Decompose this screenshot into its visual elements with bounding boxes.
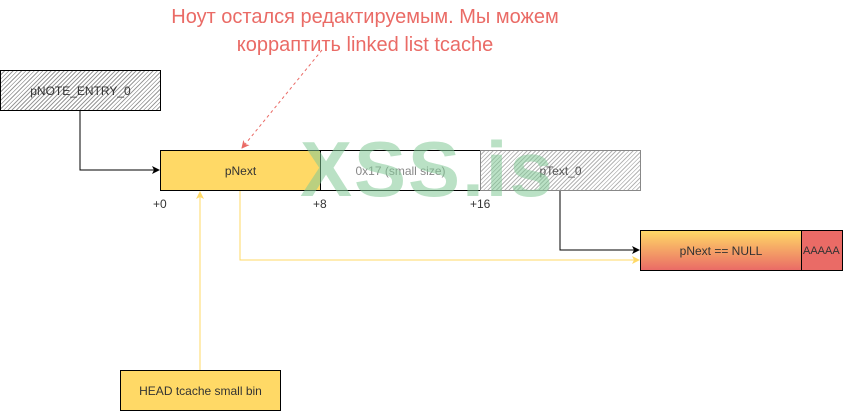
next-pnext-label: pNext == NULL (679, 243, 763, 258)
pnext-cell[interactable]: pNext (160, 150, 321, 191)
pnext-to-next-arrow (239, 190, 640, 264)
annotation-text: Ноут остался редактируемым. Мы можем кор… (140, 3, 590, 59)
offset-8: +8 (313, 197, 327, 211)
head-tcache-node[interactable]: HEAD tcache small bin (120, 370, 281, 411)
ptext-to-next-arrow (559, 190, 640, 254)
size-label: 0x17 (small size) (355, 163, 446, 178)
note-entry-label: pNOTE_ENTRY_0 (30, 83, 131, 98)
head-tcache-label: HEAD tcache small bin (139, 383, 262, 398)
next-data-label: AAAAA (803, 244, 840, 257)
ptext-label: pText_0 (539, 163, 582, 178)
watermark: XSS.is (300, 125, 555, 213)
next-pnext-cell[interactable]: pNext == NULL (640, 230, 802, 271)
annotation-line-2: корраптить linked list tcache (236, 34, 494, 56)
next-data-cell[interactable]: AAAAA (801, 230, 843, 271)
size-cell[interactable]: 0x17 (small size) (320, 150, 481, 191)
offset-0: +0 (153, 197, 167, 211)
pnext-label: pNext (224, 163, 257, 178)
ptext-cell[interactable]: pText_0 (480, 150, 641, 191)
offset-16: +16 (470, 197, 491, 211)
note-to-pnext-arrow (79, 110, 160, 174)
annotation-line-1: Ноут остался редактируемым. Мы можем (171, 6, 559, 28)
note-entry-node[interactable]: pNOTE_ENTRY_0 (0, 70, 161, 111)
